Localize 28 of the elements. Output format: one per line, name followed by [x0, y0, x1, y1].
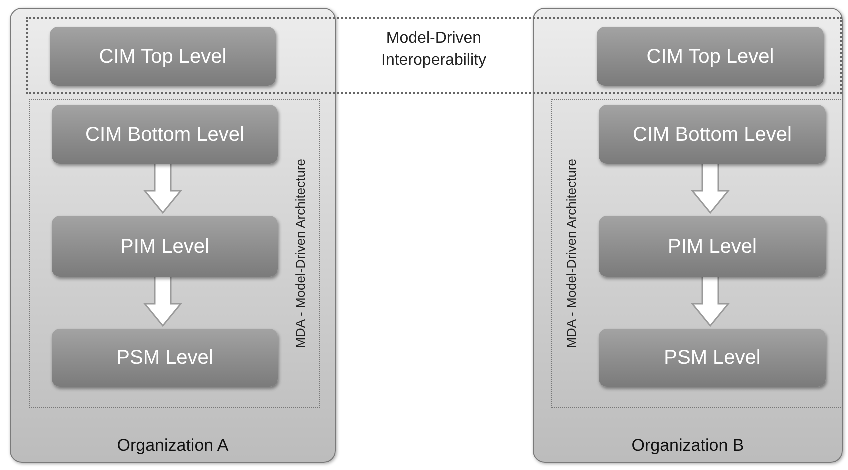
level-box [599, 105, 826, 164]
block-arrow [690, 275, 730, 328]
level-box [50, 27, 276, 86]
block-arrow [690, 162, 730, 214]
level-box [52, 216, 278, 277]
organization-panel [10, 8, 336, 463]
node-label: Organization A [117, 437, 229, 454]
level-box [52, 329, 278, 387]
node-label: CIM Top Level [646, 46, 774, 66]
node-label: PIM Level [668, 236, 757, 256]
node-label: MDA - Model-Driven Architecture [565, 158, 578, 348]
block-arrow [143, 275, 183, 328]
node-label: CIM Top Level [99, 46, 227, 66]
level-box [597, 27, 824, 86]
level-box [52, 105, 278, 164]
level-box [599, 329, 826, 387]
node-label: MDA - Model-Driven Architecture [294, 158, 307, 348]
node-label: PIM Level [120, 236, 210, 256]
node-label: CIM Bottom Level [86, 124, 244, 144]
node-label: Organization B [632, 437, 744, 454]
architecture-frame [29, 99, 320, 408]
level-box [599, 216, 826, 277]
node-label: PSM Level [116, 348, 214, 368]
architecture-frame [551, 99, 843, 408]
block-arrow [143, 162, 183, 214]
node-label: PSM Level [664, 348, 761, 368]
node-label: Model-Driven Interoperability [380, 28, 488, 70]
node-label: CIM Bottom Level [633, 124, 792, 144]
